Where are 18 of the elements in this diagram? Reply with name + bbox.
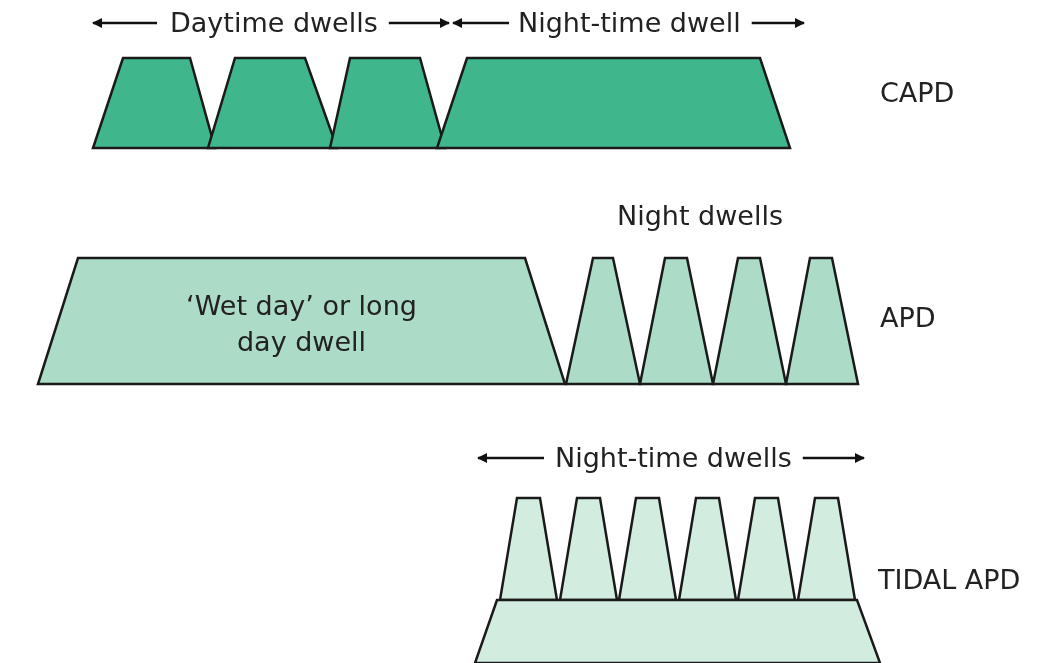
dwell-trapezoid bbox=[797, 498, 855, 600]
mode-label: CAPD bbox=[880, 77, 955, 110]
mode-label: APD bbox=[880, 302, 936, 335]
dwell-trapezoid bbox=[500, 498, 557, 600]
dwell-trapezoid bbox=[559, 498, 617, 600]
dwell-trapezoid bbox=[619, 498, 676, 600]
dwell-trapezoid bbox=[713, 258, 786, 384]
dwell-label: Night dwells bbox=[617, 200, 784, 233]
dwell-trapezoid bbox=[738, 498, 795, 600]
mode-label: TIDAL APD bbox=[878, 564, 1021, 597]
dwell-trapezoid bbox=[786, 258, 858, 384]
dwell-trapezoid bbox=[678, 498, 736, 600]
dwell-trapezoid bbox=[93, 58, 215, 148]
dwell-label: ‘Wet day’ or long day dwell bbox=[185, 289, 418, 360]
dwell-trapezoid bbox=[640, 258, 713, 384]
dwell-label: Night-time dwell bbox=[518, 7, 741, 40]
dwell-label: Night-time dwells bbox=[555, 442, 792, 475]
dwell-label: Daytime dwells bbox=[170, 7, 378, 40]
